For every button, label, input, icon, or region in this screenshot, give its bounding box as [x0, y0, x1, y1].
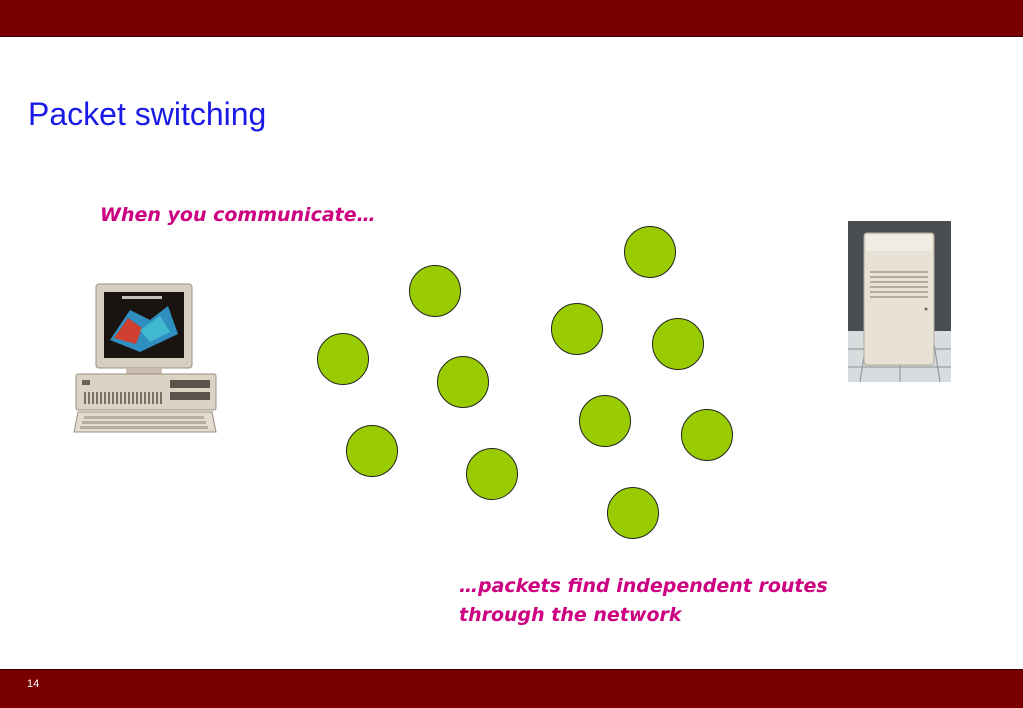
server-tower-icon: [848, 221, 951, 382]
network-node: [437, 356, 489, 408]
slide-number: 14: [27, 678, 40, 690]
network-node: [652, 318, 704, 370]
network-node: [607, 487, 659, 539]
network-node: [681, 409, 733, 461]
caption-packets-routes: …packets find independent routes through…: [459, 572, 828, 630]
network-node: [346, 425, 398, 477]
network-node: [317, 333, 369, 385]
desktop-computer-icon: [73, 283, 217, 433]
network-node: [579, 395, 631, 447]
caption-bottom-line-1: …packets find independent routes: [459, 575, 828, 597]
caption-bottom-line-2: through the network: [459, 604, 682, 626]
slide-title: Packet switching: [28, 96, 267, 132]
caption-when-you-communicate: When you communicate…: [100, 204, 376, 226]
network-node: [624, 226, 676, 278]
header-bar: [0, 0, 1023, 37]
footer-bar: 14: [0, 669, 1023, 708]
network-node: [466, 448, 518, 500]
network-node: [409, 265, 461, 317]
network-node: [551, 303, 603, 355]
